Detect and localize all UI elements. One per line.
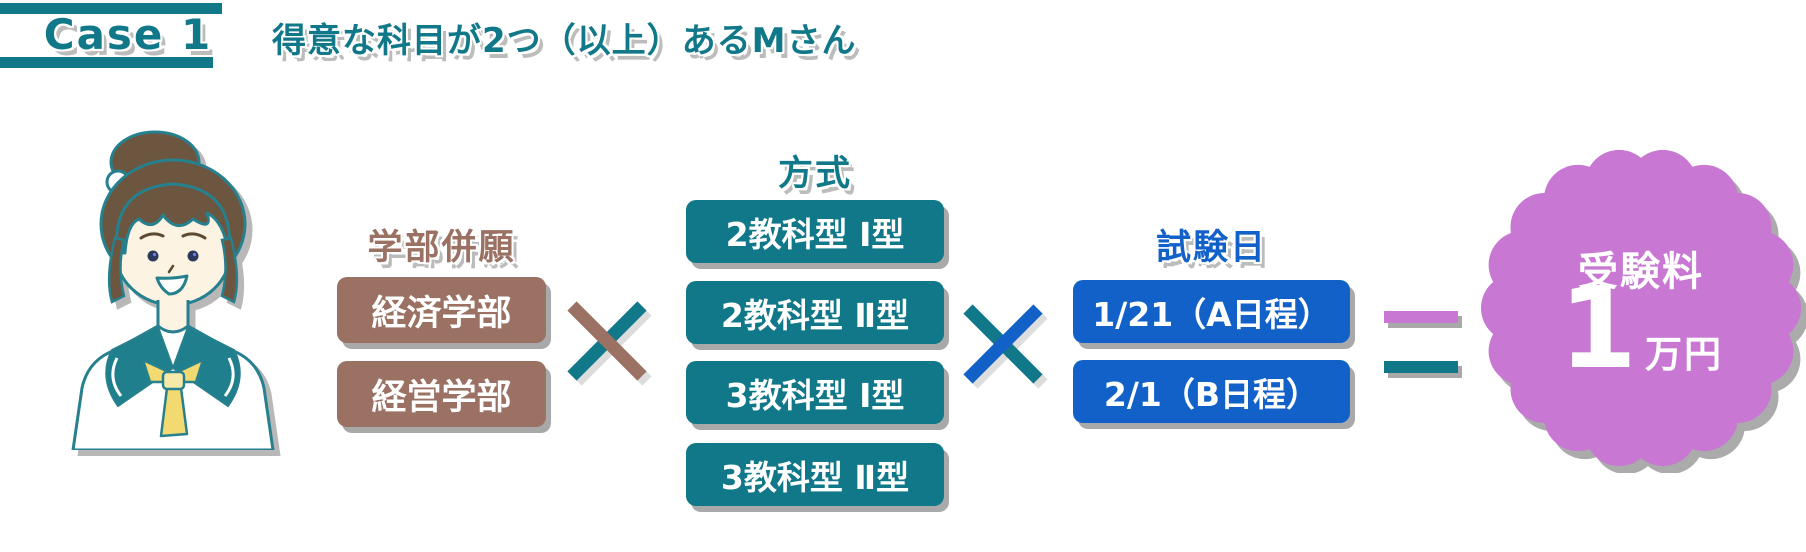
method-item-2kyoka-1: 2教科型 Ⅰ型 (686, 200, 944, 263)
fee-badge: 受験料 1 万円 (1476, 143, 1806, 473)
method-item-3kyoka-2: 3教科型 Ⅱ型 (686, 443, 944, 506)
student-illustration (55, 126, 285, 452)
case-badge-top-bar (0, 3, 222, 14)
faculty-label: 学部併願 (367, 228, 516, 268)
method-label: 方式 (777, 154, 852, 194)
equals-icon-top-bar (1384, 311, 1458, 323)
badge-shape (1481, 149, 1801, 467)
multiply-icon-2 (963, 304, 1048, 389)
hair-side-left (107, 236, 126, 304)
fee-unit: 万円 (1644, 333, 1723, 376)
sailor-collar (105, 325, 241, 408)
case-badge-bottom-bar (0, 57, 213, 68)
equals-icon-bottom-bar (1384, 361, 1458, 373)
method-item-2kyoka-2: 2教科型 Ⅱ型 (686, 281, 944, 344)
method-item-3kyoka-1: 3教科型 Ⅰ型 (686, 361, 944, 424)
nose (167, 264, 175, 274)
eyes (147, 250, 199, 262)
student-girl-drawing (71, 130, 275, 452)
scalloped-circle (1481, 149, 1806, 473)
faculty-item-keiei: 経営学部 (337, 361, 546, 427)
multiply-icon-1 (567, 301, 652, 386)
schedule-item-b: 2/1（B日程） (1073, 360, 1350, 423)
eyebrows (139, 232, 207, 240)
schedule-label: 試験日 (1155, 228, 1267, 268)
case-label: Case 1 (43, 10, 213, 59)
fee-label: 受験料 (1578, 249, 1704, 295)
faculty-item-keizai: 経済学部 (337, 277, 546, 343)
neckerchief (141, 358, 205, 438)
fee-amount: 1 (1559, 264, 1637, 394)
neck (156, 300, 190, 334)
mouth (155, 274, 189, 296)
hair-side-right (220, 236, 239, 304)
page-title: 得意な科目が2つ（以上）あるMさん (272, 21, 857, 61)
schedule-item-a: 1/21（A日程） (1073, 280, 1350, 343)
hair-bangs (114, 182, 232, 255)
fee-amount-row: 1 万円 (1476, 264, 1806, 401)
